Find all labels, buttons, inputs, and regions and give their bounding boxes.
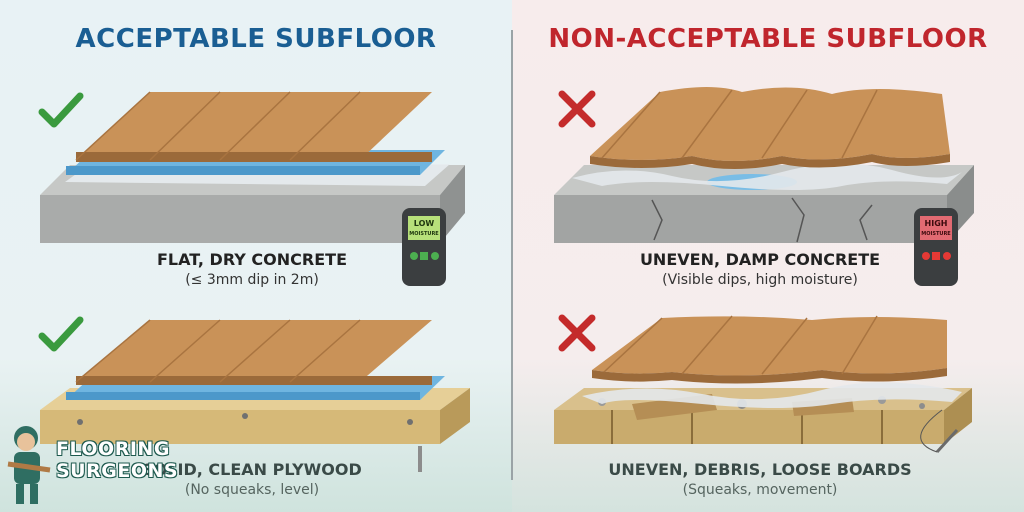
concrete-bad-caption: UNEVEN, DAMP CONCRETE (Visible dips, hig… bbox=[580, 250, 940, 288]
cross-icon bbox=[558, 314, 596, 352]
moisture-meter-high-icon: HIGH MOISTURE bbox=[914, 208, 958, 286]
plywood-bad-title: UNEVEN, DEBRIS, LOOSE BOARDS bbox=[608, 460, 912, 479]
moisture-meter-low-icon: LOW MOISTURE bbox=[402, 208, 446, 286]
non-acceptable-heading: NON-ACCEPTABLE SUBFLOOR bbox=[548, 24, 988, 54]
concrete-bad-title: UNEVEN, DAMP CONCRETE bbox=[639, 250, 881, 269]
plywood-bad-illustration bbox=[554, 314, 972, 454]
surgeon-mascot-icon bbox=[7, 426, 51, 504]
flooring-surgeons-logo: FLOORING SURGEONS bbox=[4, 420, 178, 510]
svg-text:LOW: LOW bbox=[414, 219, 435, 228]
check-icon bbox=[38, 92, 84, 128]
concrete-good-title: FLAT, DRY CONCRETE bbox=[157, 250, 347, 269]
plywood-bad-subtitle: (Squeaks, movement) bbox=[682, 482, 838, 498]
logo-text-surgeons: SURGEONS bbox=[56, 460, 179, 482]
plywood-bad-caption: UNEVEN, DEBRIS, LOOSE BOARDS (Squeaks, m… bbox=[580, 460, 940, 498]
concrete-bad-subtitle: (Visible dips, high moisture) bbox=[662, 272, 858, 288]
acceptable-heading: ACCEPTABLE SUBFLOOR bbox=[75, 24, 437, 54]
concrete-good-caption: FLAT, DRY CONCRETE (≤ 3mm dip in 2m) bbox=[72, 250, 432, 288]
plywood-good-title: SOLID, CLEAN PLYWOOD bbox=[142, 460, 362, 479]
plywood-good-illustration bbox=[38, 316, 470, 472]
svg-text:MOISTURE: MOISTURE bbox=[409, 231, 439, 237]
svg-text:HIGH: HIGH bbox=[925, 219, 948, 228]
flat-concrete-illustration: LOW MOISTURE bbox=[38, 91, 465, 286]
damp-concrete-illustration: HIGH MOISTURE bbox=[554, 87, 974, 286]
plywood-good-caption: SOLID, CLEAN PLYWOOD (No squeaks, level) bbox=[72, 460, 432, 498]
cross-icon bbox=[558, 90, 596, 128]
svg-text:MOISTURE: MOISTURE bbox=[921, 231, 951, 237]
check-icon bbox=[38, 316, 84, 352]
concrete-good-subtitle: (≤ 3mm dip in 2m) bbox=[185, 272, 319, 288]
plywood-good-subtitle: (No squeaks, level) bbox=[184, 482, 320, 498]
logo-text-flooring: FLOORING bbox=[56, 438, 170, 460]
panel-divider bbox=[511, 30, 513, 480]
